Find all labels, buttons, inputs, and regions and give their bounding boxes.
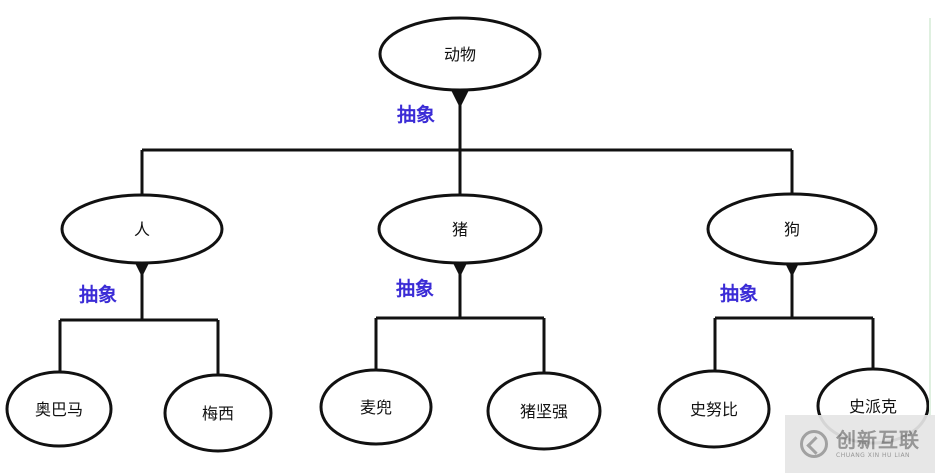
right-edge-rule	[929, 18, 931, 418]
pig-connector	[374, 247, 546, 373]
root-node: 动物	[378, 16, 542, 92]
watermark-text: 创新互联 CHUANG XIN HU LIAN	[836, 430, 920, 459]
category-label-pig: 猪	[452, 220, 468, 239]
root-edge-label: 抽象	[397, 103, 435, 126]
dog-connector	[713, 247, 875, 373]
leaf-label-zhujianqiang: 猪坚强	[520, 402, 568, 421]
dog-edge-label: 抽象	[720, 282, 758, 305]
root-connector	[140, 78, 794, 195]
leaf-node-zhujianqiang: 猪坚强	[486, 371, 602, 451]
leaf-label-spike: 史派克	[849, 397, 897, 416]
watermark: 创新互联 CHUANG XIN HU LIAN	[785, 415, 935, 473]
leaf-label-obama: 奥巴马	[35, 400, 83, 419]
category-node-dog: 狗	[706, 192, 878, 266]
human-connector	[58, 247, 220, 375]
chuangxin-logo-icon	[800, 430, 828, 458]
watermark-brand: 创新互联	[836, 427, 920, 452]
leaf-node-mcdull: 麦兜	[319, 368, 433, 446]
leaf-label-snoopy: 史努比	[690, 400, 738, 419]
leaf-node-snoopy: 史努比	[657, 369, 771, 449]
leaf-label-messi: 梅西	[202, 404, 234, 423]
category-node-human: 人	[60, 193, 224, 265]
leaf-node-obama: 奥巴马	[5, 370, 113, 448]
root-label: 动物	[444, 45, 476, 64]
pig-edge-label: 抽象	[396, 277, 434, 300]
watermark-brand-en: CHUANG XIN HU LIAN	[836, 451, 911, 459]
leaf-node-messi: 梅西	[163, 373, 273, 453]
category-node-pig: 猪	[377, 193, 543, 265]
leaf-label-mcdull: 麦兜	[360, 398, 392, 417]
human-edge-label: 抽象	[79, 283, 117, 306]
category-label-dog: 狗	[784, 220, 800, 239]
category-label-human: 人	[134, 220, 150, 239]
